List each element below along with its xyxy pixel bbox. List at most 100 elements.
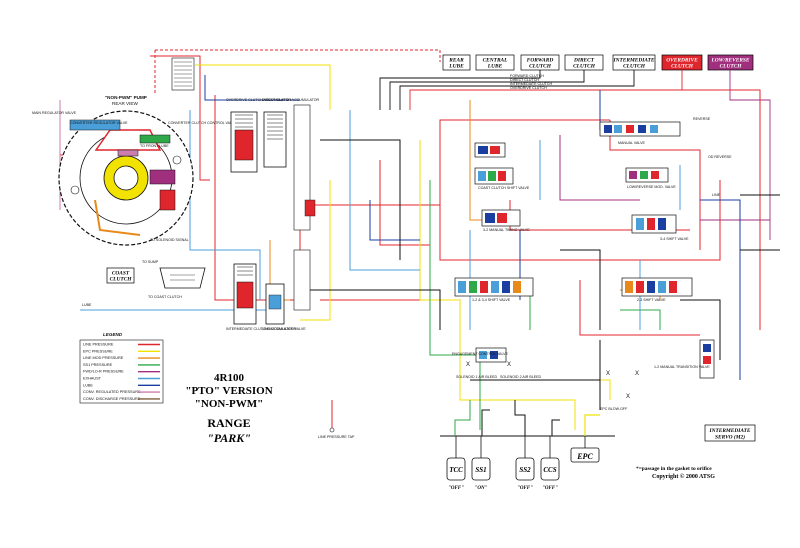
svg-text:OVERDRIVE CLUTCH ACCUMULATOR: OVERDRIVE CLUTCH ACCUMULATOR (226, 98, 291, 102)
solenoid-epc: EPC (570, 436, 600, 463)
svg-text:MANUAL VALVE: MANUAL VALVE (618, 141, 645, 145)
svg-text:RANGE: RANGE (207, 416, 250, 430)
sump-pan (159, 267, 206, 289)
manual-valve: MANUAL VALVE REVERSE (599, 117, 711, 145)
shift-valve-1-2-3-4: 1-2 & 3-4 SHIFT VALVE (454, 277, 534, 302)
coast-clutch-box: COAST CLUTCH (106, 267, 135, 284)
svg-text:EXHAUST: EXHAUST (83, 377, 102, 381)
svg-text:EPC BLOW-OFF: EPC BLOW-OFF (600, 407, 628, 411)
svg-text:1-2 & 3-4 SHIFT VALVE: 1-2 & 3-4 SHIFT VALVE (472, 298, 511, 302)
svg-text:EPC: EPC (576, 452, 593, 461)
legend: LEGEND LINE PRESSURE EPC PRESSURE LINE M… (79, 332, 164, 404)
svg-text:CONV. DISCHARGE PRESSURE: CONV. DISCHARGE PRESSURE (83, 397, 141, 401)
svg-text:REAR: REAR (448, 58, 464, 64)
svg-text:"NON-PWM": "NON-PWM" (195, 398, 263, 410)
legend-item: EPC PRESSURE (83, 349, 160, 353)
svg-text:CONVERTER CLUTCH CONTROL VALVE: CONVERTER CLUTCH CONTROL VALVE (168, 121, 237, 125)
header-box-direct-clutch: DIRECT CLUTCH (564, 54, 604, 71)
svg-text:CLUTCH: CLUTCH (529, 64, 552, 70)
shift-valve-3-4: 3-4 SHIFT VALVE (631, 214, 689, 241)
legend-item: LINE PRESSURE (83, 343, 160, 347)
svg-text:TO SUMP: TO SUMP (142, 260, 159, 264)
svg-text:LEGEND: LEGEND (103, 332, 123, 337)
svg-text:LUBE: LUBE (487, 64, 503, 70)
svg-text:DIRECT CLUTCH: DIRECT CLUTCH (510, 78, 539, 82)
svg-text:DIRECT CLUTCH ACCUMULATOR: DIRECT CLUTCH ACCUMULATOR (262, 98, 320, 102)
intermediate-servo-box: INTERMEDIATE SERVO (M2) (704, 424, 756, 442)
pump-rear-view: "NON-PWM" PUMP REAR VIEW CONVERTER REGUL… (32, 95, 237, 307)
svg-text:LINE MOD PRESSURE: LINE MOD PRESSURE (83, 356, 124, 360)
svg-text:Copyright © 2000 ATSG: Copyright © 2000 ATSG (652, 473, 715, 480)
svg-text:CLUTCH: CLUTCH (623, 64, 646, 70)
direct-clutch-accumulator: DIRECT CLUTCH ACCUMULATOR (262, 98, 320, 168)
svg-text:FWD/LO-R PRESSURE: FWD/LO-R PRESSURE (83, 370, 124, 374)
svg-text:CCS: CCS (543, 466, 556, 474)
legend-item: CONV. REGULATED PRESSURE (83, 390, 160, 394)
svg-text:EPC PRESSURE: EPC PRESSURE (83, 349, 113, 353)
header-box-forward-clutch: FORWARD CLUTCH (520, 54, 560, 71)
solenoid-tcc: TCC "OFF" (446, 436, 466, 491)
svg-text:CLUTCH: CLUTCH (671, 64, 694, 70)
svg-text:3-2 MANUAL TIMING VALVE: 3-2 MANUAL TIMING VALVE (483, 228, 530, 232)
svg-text:LUBE: LUBE (83, 383, 93, 387)
svg-text:"OFF": "OFF" (448, 486, 464, 491)
solenoid-bleed-labels: SOLENOID 1 AIR BLEED SOLENOID 2 AIR BLEE… (456, 375, 628, 411)
upper-small-valve (474, 142, 506, 158)
svg-text:LUBE: LUBE (448, 64, 464, 70)
svg-text:CONV. REGULATED PRESSURE: CONV. REGULATED PRESSURE (83, 390, 141, 394)
legend-item: LINE MOD PRESSURE (83, 356, 160, 360)
line-modulator-valve: LINE MODULATOR VALVE (262, 283, 306, 331)
svg-text:CLUTCH: CLUTCH (110, 277, 133, 283)
svg-text:X: X (507, 362, 511, 368)
header-box-low-reverse-clutch: LOW/REVERSE CLUTCH (707, 54, 754, 71)
svg-text:REVERSE: REVERSE (693, 117, 711, 121)
svg-text:TCC: TCC (449, 466, 463, 474)
svg-text:CLUTCH: CLUTCH (573, 64, 596, 70)
coast-clutch-shift-valve: COAST CLUTCH SHIFT VALVE (474, 167, 530, 190)
header-box-intermediate-clutch: INTERMEDIATE CLUTCH (612, 54, 656, 71)
svg-text:DIRECT: DIRECT (573, 58, 595, 64)
main-title-block: 4R100 "PTO" VERSION "NON-PWM" RANGE "PAR… (185, 372, 272, 445)
svg-text:TO FRONT LUBE: TO FRONT LUBE (140, 144, 169, 148)
footer-notes: *=passage in the gasket to orifice Copyr… (636, 466, 715, 480)
right-side-labels: OD REVERSE LINE (708, 155, 732, 197)
svg-text:REAR VIEW: REAR VIEW (112, 101, 138, 106)
legend-item: CONV. DISCHARGE PRESSURE (83, 397, 160, 401)
cooler-graphic (171, 57, 195, 91)
low-reverse-mod-valve: LOW/REVERSE MOD. VALVE (625, 167, 676, 189)
svg-text:LINE: LINE (712, 193, 721, 197)
svg-text:2-3 SHIFT VALVE: 2-3 SHIFT VALVE (637, 298, 666, 302)
solenoid-ccs: CCS "OFF" (540, 436, 560, 491)
solenoid-ss2: SS2 "OFF" (515, 436, 535, 491)
svg-text:"ON": "ON" (475, 486, 488, 491)
svg-text:1-2 MANUAL TRANSITION VALVE: 1-2 MANUAL TRANSITION VALVE (654, 365, 710, 369)
svg-text:SOLENOID 1 AIR BLEED: SOLENOID 1 AIR BLEED (456, 375, 498, 379)
svg-text:SS1 PRESSURE: SS1 PRESSURE (83, 363, 113, 367)
overdrive-clutch-accumulator: OVERDRIVE CLUTCH ACCUMULATOR (226, 98, 291, 173)
svg-text:SOLENOID 2 AIR BLEED: SOLENOID 2 AIR BLEED (500, 375, 542, 379)
svg-text:CENTRAL: CENTRAL (483, 58, 509, 64)
valve-body-column (293, 104, 316, 311)
header-box-overdrive-clutch: OVERDRIVE CLUTCH (661, 54, 703, 71)
svg-text:INTERMEDIATE: INTERMEDIATE (612, 58, 654, 64)
legend-item: LUBE (83, 383, 160, 387)
svg-text:X: X (606, 371, 610, 377)
legend-item: SS1 PRESSURE (83, 363, 160, 367)
svg-text:"NON-PWM" PUMP: "NON-PWM" PUMP (105, 95, 147, 100)
svg-text:"PTO" VERSION: "PTO" VERSION (185, 385, 272, 397)
svg-text:"OFF": "OFF" (542, 486, 558, 491)
svg-text:SS1: SS1 (475, 466, 486, 474)
header-box-central-lube: CENTRAL LUBE (475, 54, 515, 71)
svg-text:X: X (635, 371, 639, 377)
intermediate-clutch-accumulator: INTERMEDIATE CLUTCH ACCUMULATOR (226, 263, 297, 331)
svg-text:CLUTCH: CLUTCH (720, 64, 743, 70)
svg-text:TO COAST CLUTCH: TO COAST CLUTCH (148, 295, 182, 299)
svg-text:SS2: SS2 (519, 466, 531, 474)
svg-text:LOW/REVERSE MOD. VALVE: LOW/REVERSE MOD. VALVE (627, 185, 676, 189)
line-pressure-tap: LINE PRESSURE TAP (318, 400, 355, 439)
shift-valve-2-3: 2-3 SHIFT VALVE (621, 277, 693, 302)
svg-text:INTERMEDIATE: INTERMEDIATE (708, 428, 750, 434)
svg-text:LUBE: LUBE (82, 303, 92, 307)
svg-text:CONVERTER REGULATOR VALVE: CONVERTER REGULATOR VALVE (70, 121, 128, 125)
